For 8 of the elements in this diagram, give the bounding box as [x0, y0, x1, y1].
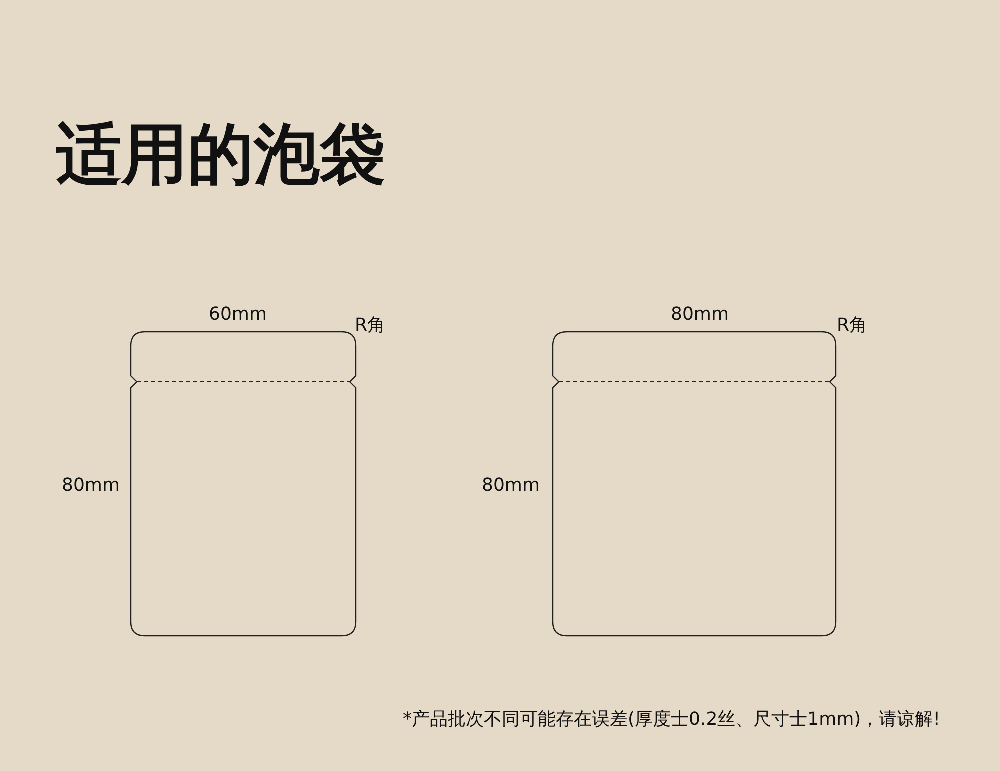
corner-label: R角 — [355, 317, 386, 335]
dimension-label: 80mm — [671, 306, 729, 324]
title: 适用的泡袋 — [56, 122, 386, 188]
dimension-label: 60mm — [209, 306, 267, 324]
corner-label: R角 — [837, 317, 868, 335]
dimension-label: 80mm — [482, 477, 540, 495]
dimension-label: 80mm — [62, 477, 120, 495]
footnote: *产品批次不同可能存在误差(厚度士0.2丝、尺寸士1mm)，请谅解! — [403, 711, 940, 729]
